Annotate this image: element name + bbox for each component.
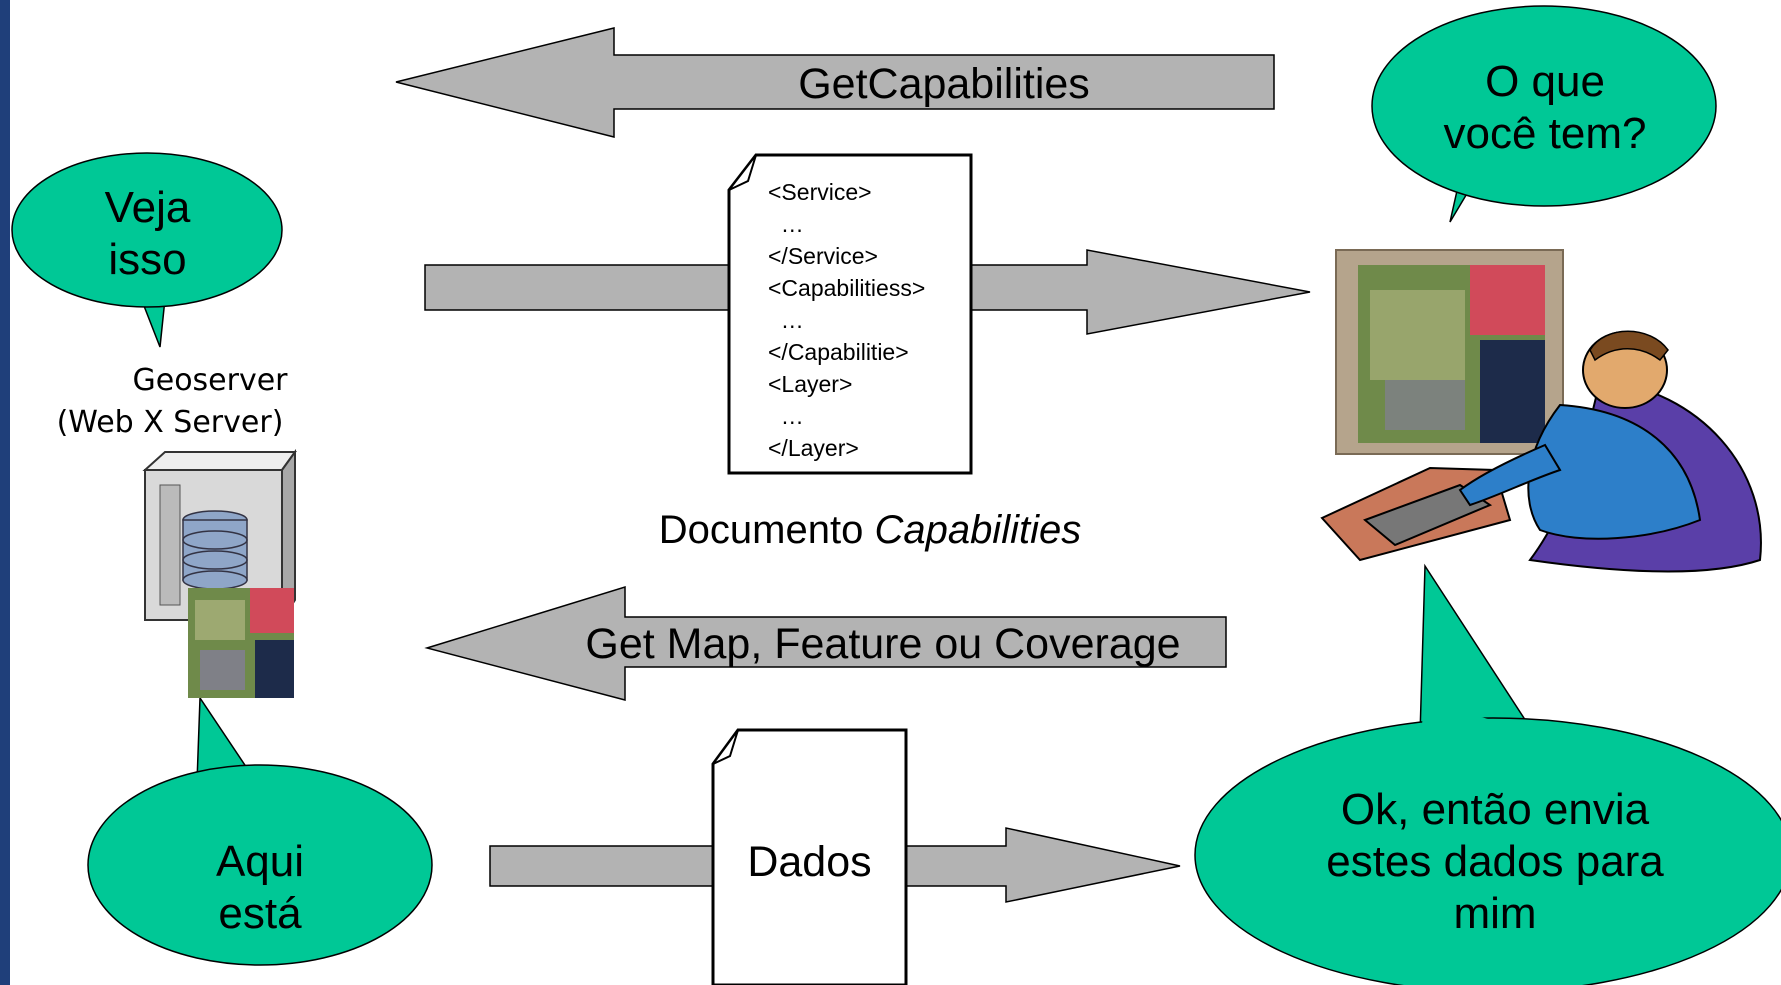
- user-at-computer-icon: [1320, 249, 1762, 573]
- bubble-client-request: [1194, 563, 1781, 985]
- capabilities-caption-plain: Documento: [658, 508, 875, 552]
- capabilities-document: [727, 153, 973, 475]
- bubble-server-data: [87, 695, 433, 966]
- capabilities-document-text: <Service> … </Service> <Capabilitiess> … </…: [768, 176, 925, 464]
- capabilities-line: …: [768, 211, 804, 237]
- server-subtitle: (Web X Server): [56, 405, 284, 440]
- getcapabilities-label: GetCapabilities: [798, 60, 1090, 108]
- left-edge-bar: [0, 0, 10, 985]
- getmap-label: Get Map, Feature ou Coverage: [585, 620, 1181, 668]
- bubble-client-question: [1371, 5, 1717, 223]
- capabilities-line: <Service>: [768, 179, 872, 205]
- capabilities-line: </Capabilitie>: [768, 339, 909, 365]
- capabilities-line: <Capabilitiess>: [768, 275, 926, 301]
- getmap-arrow: [424, 585, 1227, 701]
- capabilities-line: </Service>: [768, 243, 878, 269]
- capabilities-line: …: [768, 403, 804, 429]
- getcapabilities-arrow: [395, 27, 1275, 138]
- bubble-client-request-text: Ok, então envia estes dados para mim: [1326, 785, 1664, 938]
- data-document: [711, 728, 908, 985]
- data-document-label: Dados: [747, 838, 872, 886]
- capabilities-caption-italic: Capabilities: [874, 508, 1082, 552]
- capabilities-line: </Layer>: [768, 435, 859, 461]
- capabilities-caption: Documento Capabilities: [600, 508, 1140, 553]
- server-database-icon: [142, 448, 297, 698]
- server-name: Geoserver: [132, 363, 288, 398]
- bubble-server-reply-text: Veja isso: [104, 183, 191, 284]
- bubble-server-data-text: Aqui está: [215, 837, 305, 938]
- capabilities-line: …: [768, 307, 804, 333]
- capabilities-line: <Layer>: [768, 371, 853, 397]
- bubble-server-reply: [11, 152, 283, 348]
- bubble-client-question-text: O que você tem?: [1443, 57, 1647, 158]
